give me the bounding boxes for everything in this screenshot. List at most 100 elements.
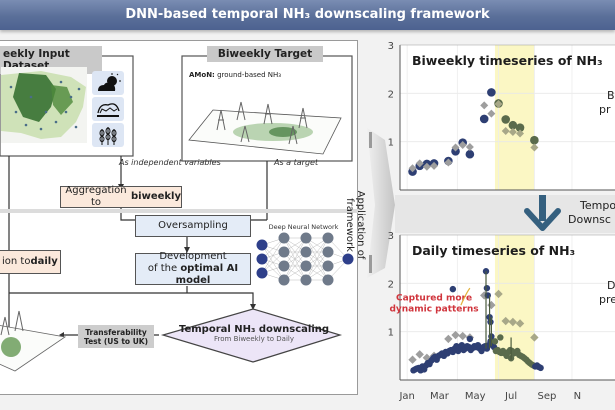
observed-point: [487, 88, 496, 97]
observed-point: [530, 135, 539, 145]
downscaling-decision-diamond: [160, 308, 343, 363]
target-header: Biweekly Target: [207, 46, 323, 62]
predicted-point: [501, 127, 510, 136]
predicted_biweekly-point: [508, 317, 518, 327]
observed-point: [515, 123, 525, 132]
predicted-point: [444, 158, 453, 167]
dnn-node: [300, 274, 312, 286]
predicted_biweekly-point: [494, 289, 503, 299]
y-tick-label: 1: [388, 138, 394, 149]
livestock-farm-icon: [92, 97, 124, 121]
amon-label-bold: AMoN:: [189, 71, 215, 79]
annotation-line1: Captured more: [396, 293, 472, 303]
side-label: pr: [599, 103, 611, 116]
y-tick-label: 3: [388, 41, 394, 52]
aggregation-daily-step: ion to daily: [0, 250, 61, 274]
side-label: prec: [599, 293, 615, 306]
predicted_biweekly-point: [501, 316, 510, 326]
dnn-node: [322, 274, 334, 286]
daily_estimate-point: [483, 284, 491, 292]
observed-point: [465, 149, 475, 159]
x-tick-label: Jul: [504, 391, 517, 402]
dnn-node: [278, 246, 290, 258]
dnn-illustration: Deep Neural Network: [252, 221, 355, 291]
daily_estimate-point: [449, 285, 457, 293]
x-tick-label: Mar: [430, 391, 450, 402]
edge-label-target: As a target: [274, 158, 319, 167]
transfer-line1: Transferability: [85, 327, 147, 337]
application-label-line2: framework: [344, 198, 355, 252]
daily-bold: daily: [30, 256, 58, 267]
us-input-map: [1, 67, 87, 143]
oversampling-step: Oversampling: [135, 215, 251, 237]
decision-subtitle: From Biweekly to Daily: [214, 335, 294, 343]
dnn-edge: [283, 251, 307, 281]
predicted_biweekly-point: [422, 353, 432, 362]
observed-point: [508, 120, 518, 130]
chart-title: Biweekly timeseries of NH₃: [412, 53, 603, 68]
predicted-point: [508, 128, 517, 136]
dnn-node: [322, 232, 334, 244]
dnn-edge: [305, 237, 329, 267]
dnn-node: [256, 253, 268, 265]
predicted-point: [494, 99, 503, 108]
x-tick-label: May: [465, 391, 486, 402]
daily_estimate-point: [491, 338, 499, 345]
downscale-label-line1: Tempo: [579, 199, 615, 212]
x-tick-label: N: [574, 391, 581, 402]
y-tick-label: 3: [388, 231, 394, 242]
framework-flowchart-panel: eekly Input Dataset Biweekly Target AMo: [0, 40, 359, 395]
model-development-step: Development of the optimal AI model: [135, 251, 251, 286]
amon-label: AMoN: ground-based NH₃: [189, 71, 281, 79]
development-bold: optimal AI model: [175, 263, 239, 286]
dnn-node: [322, 246, 334, 258]
observed-point: [479, 114, 489, 124]
crop-icon: [92, 123, 124, 147]
dnn-node: [342, 253, 354, 265]
predicted_biweekly-point: [451, 330, 460, 340]
amon-sites-illustration: [188, 101, 342, 155]
dnn-node: [322, 260, 334, 272]
daily_estimate-point: [466, 335, 474, 343]
edge-label-independent: As independent variables: [119, 158, 221, 167]
dnn-network-graph: [256, 232, 354, 286]
dnn-node: [300, 246, 312, 258]
dnn-node: [278, 232, 290, 244]
dnn-edge: [283, 237, 307, 281]
daily_estimate-point: [487, 318, 494, 326]
predicted-point: [408, 164, 417, 173]
side-label: B: [607, 89, 615, 102]
amon-label-text: ground-based NH₃: [214, 71, 282, 79]
aggregation-prefix: Aggregation to: [65, 185, 127, 208]
dnn-label: Deep Neural Network: [268, 223, 339, 231]
application-arrow: [367, 128, 395, 278]
predicted-point: [480, 101, 489, 110]
downscale-label-line2: Downsc: [568, 213, 611, 226]
dnn-node: [256, 267, 268, 279]
decision-text: Temporal NH₃ downscaling From Biweekly t…: [169, 324, 339, 343]
predicted_biweekly-point: [415, 350, 424, 359]
x-tick-label: Sep: [537, 391, 556, 402]
development-prefix: of the: [147, 263, 181, 274]
dnn-node: [278, 274, 290, 286]
weather-icon: [92, 71, 124, 95]
dnn-node: [300, 260, 312, 272]
downscaling-band: [395, 195, 615, 233]
dnn-edge: [305, 237, 329, 281]
predicted-point: [516, 129, 525, 138]
decision-title: Temporal NH₃ downscaling: [178, 324, 330, 335]
dnn-node: [300, 232, 312, 244]
x-tick-label: Jan: [398, 391, 414, 402]
dnn-edge: [261, 237, 285, 274]
development-line1: Development: [159, 251, 227, 262]
daily-prefix: ion to: [2, 256, 31, 267]
predicted_biweekly-point: [458, 331, 467, 341]
predicted_biweekly-point: [530, 333, 539, 342]
summer-highlight: [494, 45, 535, 190]
aggregation-bold: biweekly: [131, 191, 181, 202]
daily_estimate-point: [537, 364, 544, 372]
